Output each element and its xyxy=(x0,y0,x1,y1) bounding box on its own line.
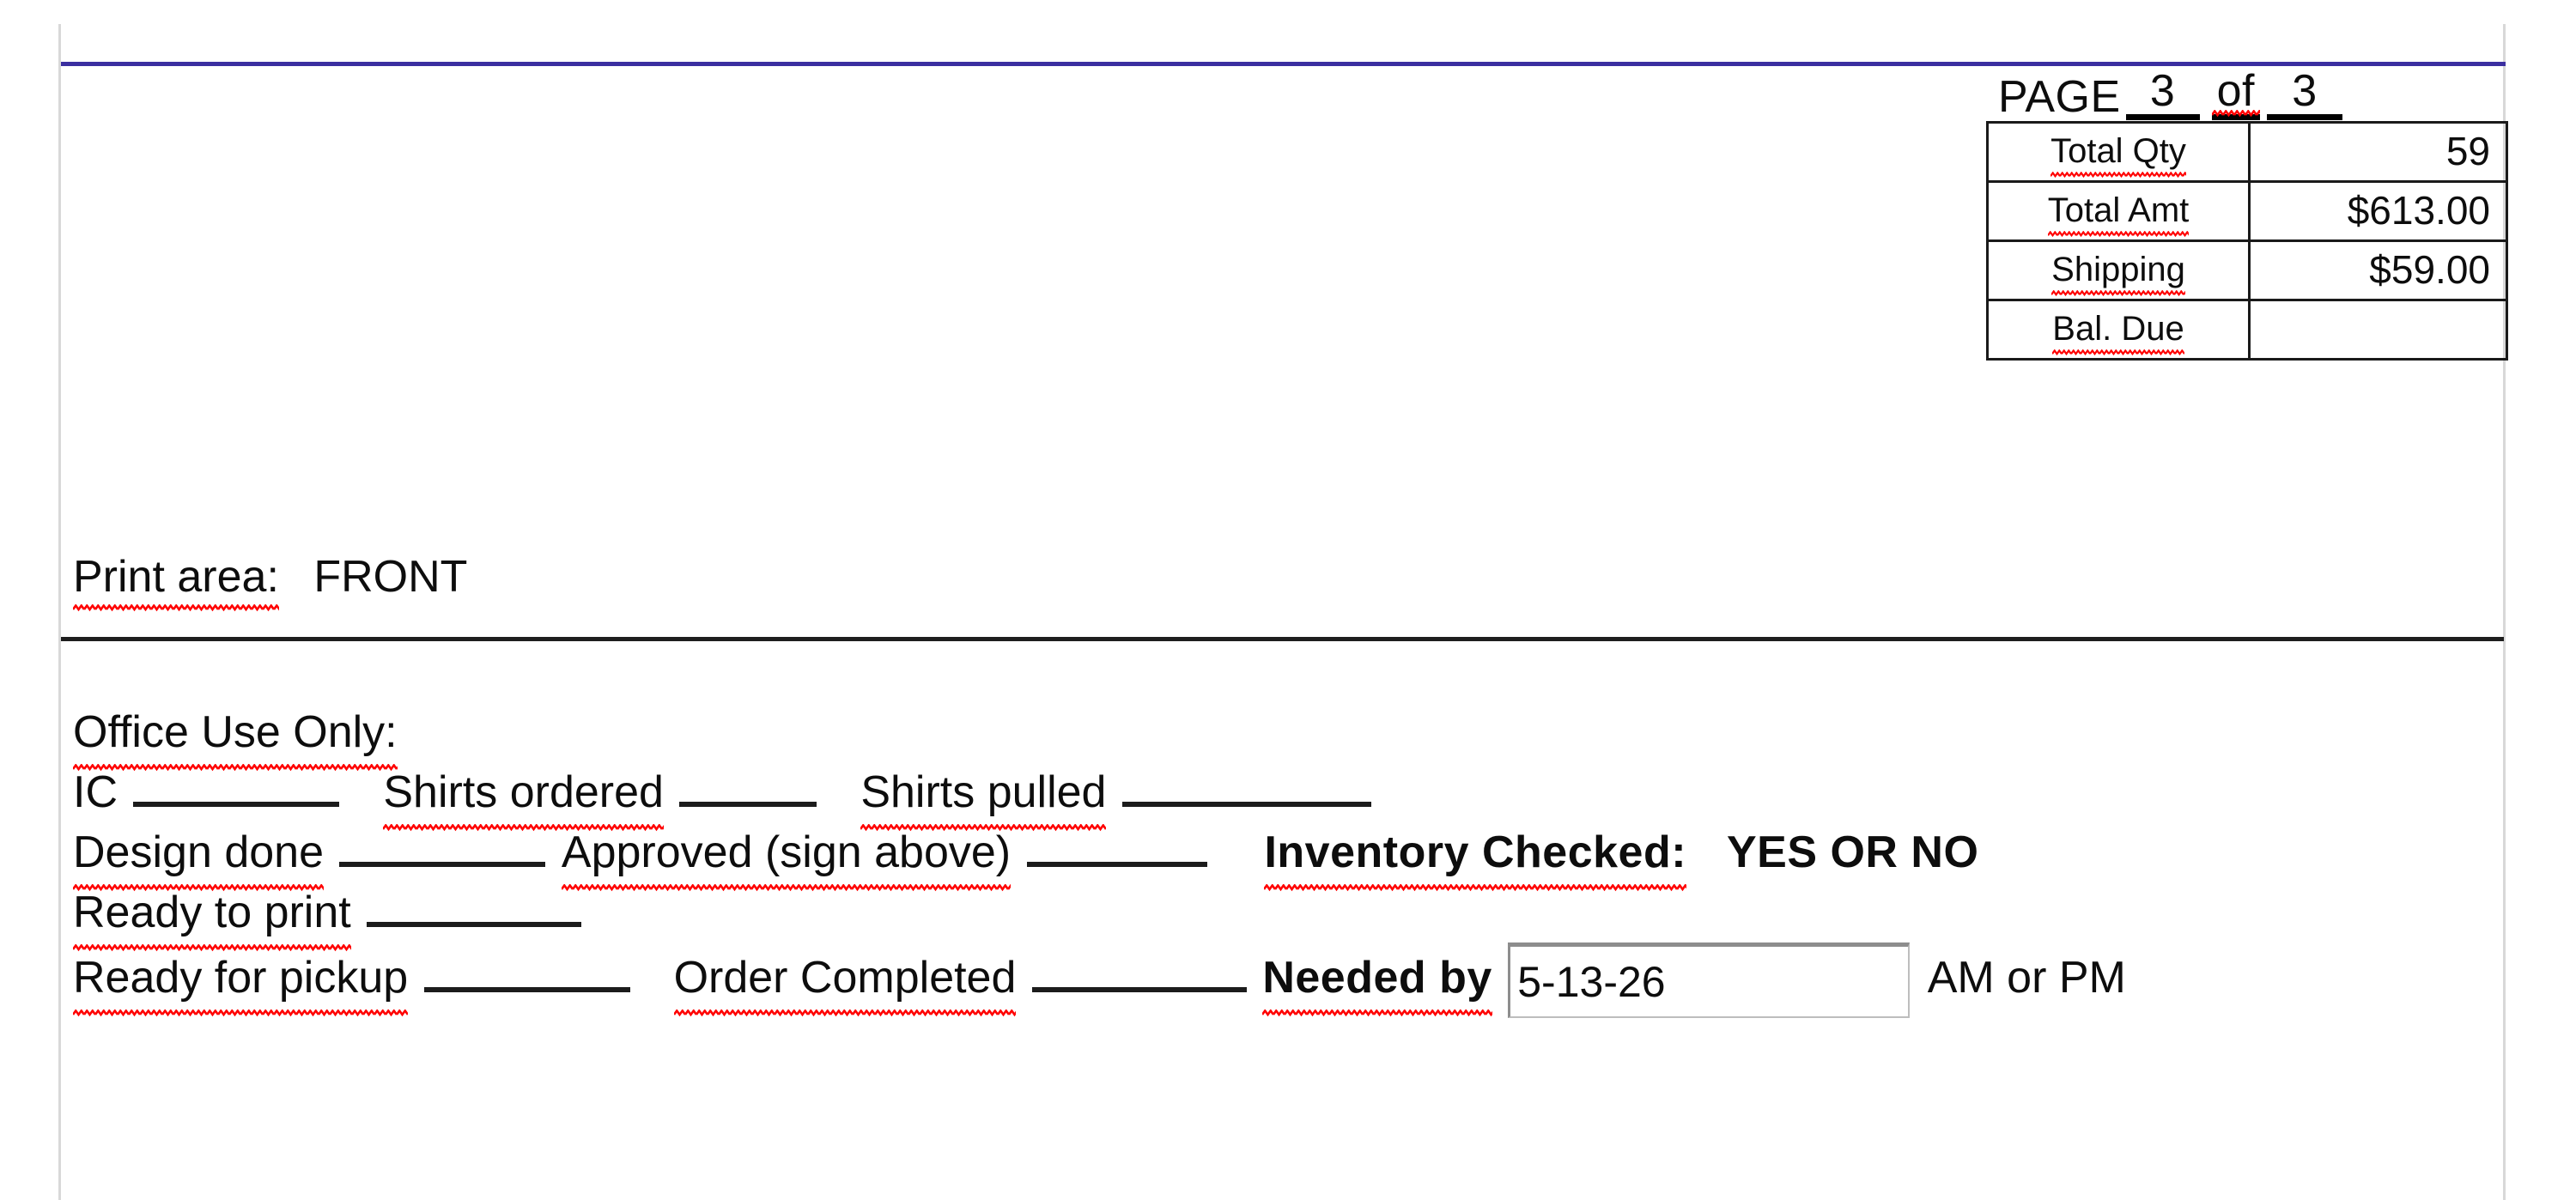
spellcheck-underline-icon xyxy=(73,604,279,612)
am-or-pm-label: AM or PM xyxy=(1927,952,2126,1003)
summary-key-bal-due: Bal. Due xyxy=(1986,299,2251,361)
table-row: Bal. Due xyxy=(1986,299,2508,361)
page-number-line: PAGE 3 of 3 xyxy=(1986,68,2510,122)
spellcheck-underline-icon xyxy=(2047,230,2190,238)
spellcheck-underline-icon xyxy=(2050,171,2186,179)
inventory-checked-options[interactable]: YES OR NO xyxy=(1726,827,1979,877)
page-number-value[interactable]: 3 xyxy=(2125,68,2200,121)
needed-by-input[interactable] xyxy=(1508,942,1911,1018)
shirts-ordered-blank[interactable] xyxy=(679,764,817,807)
ready-to-print-blank[interactable] xyxy=(367,884,582,927)
approved-blank[interactable] xyxy=(1026,824,1207,867)
top-accent-rule xyxy=(61,62,2506,66)
summary-key-shipping: Shipping xyxy=(1986,239,2251,302)
summary-value-total-amt[interactable]: $613.00 xyxy=(2248,180,2508,243)
page-label: PAGE xyxy=(1998,72,2121,122)
print-area-label: Print area: xyxy=(73,551,279,612)
summary-key-total-amt: Total Amt xyxy=(1986,180,2251,243)
design-done-label: Design done xyxy=(73,822,324,892)
summary-value-bal-due[interactable] xyxy=(2248,299,2508,361)
summary-key-total-qty: Total Qty xyxy=(1986,121,2251,184)
order-completed-blank[interactable] xyxy=(1031,949,1247,992)
office-use-heading-row: Office Use Only: xyxy=(73,702,2503,772)
spellcheck-underline-icon xyxy=(73,1009,409,1017)
office-use-block: Office Use Only: IC Shirts ordered Shirt… xyxy=(73,702,2503,1018)
approved-label: Approved (sign above) xyxy=(561,822,1012,892)
ic-row: IC Shirts ordered Shirts pulled xyxy=(73,762,2503,832)
order-completed-label: Order Completed xyxy=(673,948,1017,1017)
ready-for-pickup-row: Ready for pickup Order Completed Needed … xyxy=(73,942,2503,1018)
print-area-line: Print area: FRONT xyxy=(73,551,468,612)
spellcheck-underline-icon xyxy=(2052,348,2184,356)
summary-value-total-qty[interactable]: 59 xyxy=(2248,121,2508,184)
ready-to-print-row: Ready to print xyxy=(73,882,2503,952)
page-of-label: of xyxy=(2211,68,2261,121)
table-row: Total Qty 59 xyxy=(1986,121,2508,184)
ready-for-pickup-blank[interactable] xyxy=(423,949,630,992)
office-use-heading: Office Use Only: xyxy=(73,702,398,772)
page-total-value[interactable]: 3 xyxy=(2267,68,2343,121)
table-row: Shipping $59.00 xyxy=(1986,239,2508,302)
spellcheck-underline-icon xyxy=(2051,289,2185,297)
shirts-pulled-label: Shirts pulled xyxy=(860,762,1107,832)
ready-to-print-label: Ready to print xyxy=(73,882,351,952)
spellcheck-underline-icon xyxy=(1262,1009,1492,1017)
order-summary-table: Total Qty 59 Total Amt $613.00 xyxy=(1986,121,2508,361)
ready-for-pickup-label: Ready for pickup xyxy=(73,948,409,1017)
document-page: PAGE 3 of 3 Total Qty 59 xyxy=(58,24,2508,1200)
print-area-value[interactable]: FRONT xyxy=(313,552,468,602)
needed-by-label: Needed by xyxy=(1262,948,1492,1017)
ic-label: IC xyxy=(73,767,118,817)
summary-value-shipping[interactable]: $59.00 xyxy=(2248,239,2508,302)
inventory-checked-label: Inventory Checked: xyxy=(1264,822,1687,892)
design-done-row: Design done Approved (sign above) Invent… xyxy=(73,822,2503,892)
summary-panel: PAGE 3 of 3 Total Qty 59 xyxy=(1986,68,2510,361)
shirts-ordered-label: Shirts ordered xyxy=(383,762,664,832)
ic-blank[interactable] xyxy=(133,764,340,807)
spellcheck-underline-icon xyxy=(673,1009,1017,1017)
shirts-pulled-blank[interactable] xyxy=(1121,764,1371,807)
section-divider xyxy=(61,637,2504,641)
table-row: Total Amt $613.00 xyxy=(1986,180,2508,243)
design-done-blank[interactable] xyxy=(339,824,546,867)
